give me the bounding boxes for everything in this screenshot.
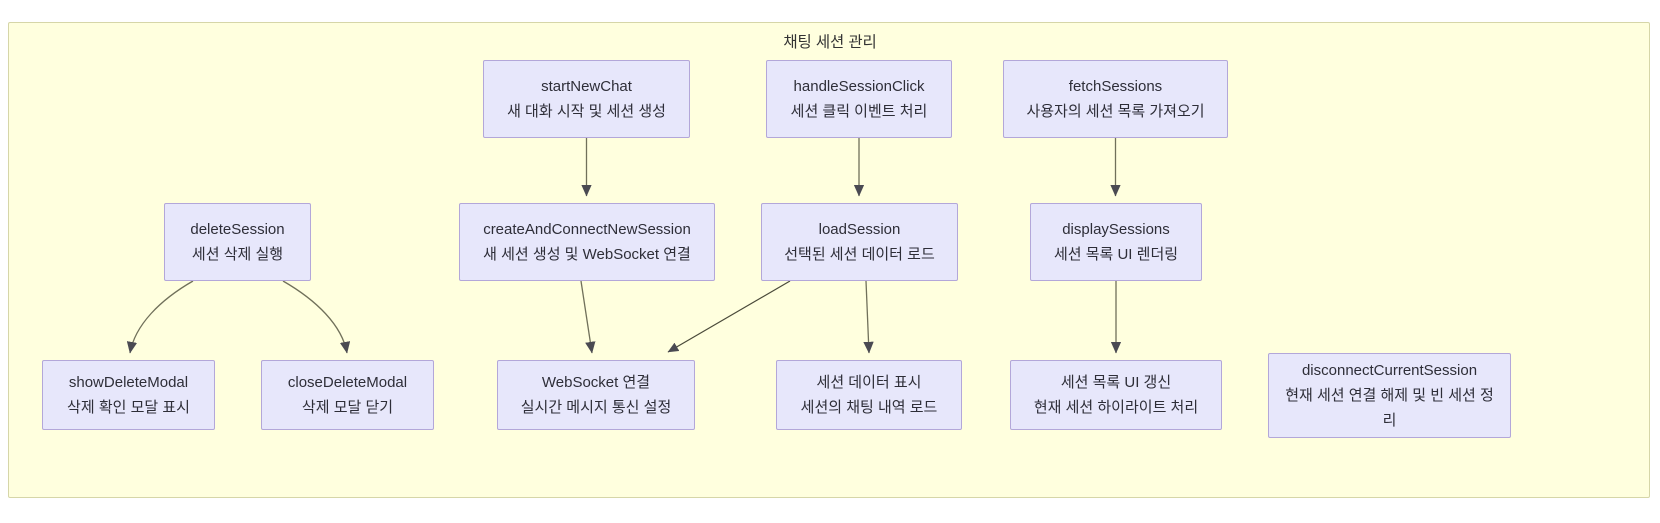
node-subtitle: 새 대화 시작 및 세션 생성 bbox=[507, 103, 666, 120]
node-title: loadSession bbox=[818, 221, 901, 238]
node-subtitle: 세션 클릭 이벤트 처리 bbox=[790, 103, 928, 120]
subgraph-title: 채팅 세션 관리 bbox=[783, 34, 877, 51]
node-title: showDeleteModal bbox=[68, 374, 189, 391]
node-closeDeleteModal[interactable]: closeDeleteModal 삭제 모달 닫기 bbox=[261, 360, 434, 430]
node-deleteSession[interactable]: deleteSession 세션 삭제 실행 bbox=[164, 203, 311, 281]
node-createAndConnectNewSession[interactable]: createAndConnectNewSession 새 세션 생성 및 WebS… bbox=[459, 203, 715, 281]
node-title: 세션 데이터 표시 bbox=[816, 374, 922, 391]
node-loadSession[interactable]: loadSession 선택된 세션 데이터 로드 bbox=[761, 203, 958, 281]
node-title: disconnectCurrentSession bbox=[1301, 362, 1478, 379]
node-subtitle: 새 세션 생성 및 WebSocket 연결 bbox=[483, 246, 691, 263]
node-subtitle: 선택된 세션 데이터 로드 bbox=[784, 246, 935, 263]
node-title: createAndConnectNewSession bbox=[483, 221, 691, 238]
node-title: fetchSessions bbox=[1068, 78, 1163, 95]
node-title: startNewChat bbox=[541, 78, 632, 95]
node-subtitle: 세션 삭제 실행 bbox=[191, 246, 284, 263]
node-title: deleteSession bbox=[190, 221, 285, 238]
node-title: 세션 목록 UI 갱신 bbox=[1060, 374, 1172, 391]
node-title: WebSocket 연결 bbox=[541, 374, 651, 391]
node-subtitle: 세션 목록 UI 렌더링 bbox=[1053, 246, 1179, 263]
node-subtitle: 현재 세션 하이라이트 처리 bbox=[1033, 399, 1199, 416]
node-fetchSessions[interactable]: fetchSessions 사용자의 세션 목록 가져오기 bbox=[1003, 60, 1228, 138]
node-displaySessions[interactable]: displaySessions 세션 목록 UI 렌더링 bbox=[1030, 203, 1202, 281]
node-startNewChat[interactable]: startNewChat 새 대화 시작 및 세션 생성 bbox=[483, 60, 690, 138]
node-title: closeDeleteModal bbox=[287, 374, 408, 391]
node-handleSessionClick[interactable]: handleSessionClick 세션 클릭 이벤트 처리 bbox=[766, 60, 952, 138]
node-title: displaySessions bbox=[1062, 221, 1170, 238]
node-subtitle: 실시간 메시지 통신 설정 bbox=[520, 399, 672, 416]
node-title: handleSessionClick bbox=[793, 78, 925, 95]
node-disconnectCurrentSession[interactable]: disconnectCurrentSession 현재 세션 연결 해제 및 빈 … bbox=[1268, 353, 1511, 438]
node-subtitle: 현재 세션 연결 해제 및 빈 세션 정리 bbox=[1285, 387, 1494, 429]
node-subtitle: 삭제 모달 닫기 bbox=[301, 399, 394, 416]
node-showDeleteModal[interactable]: showDeleteModal 삭제 확인 모달 표시 bbox=[42, 360, 215, 430]
node-subtitle: 삭제 확인 모달 표시 bbox=[67, 399, 190, 416]
node-subtitle: 세션의 채팅 내역 로드 bbox=[800, 399, 938, 416]
node-subtitle: 사용자의 세션 목록 가져오기 bbox=[1026, 103, 1205, 120]
